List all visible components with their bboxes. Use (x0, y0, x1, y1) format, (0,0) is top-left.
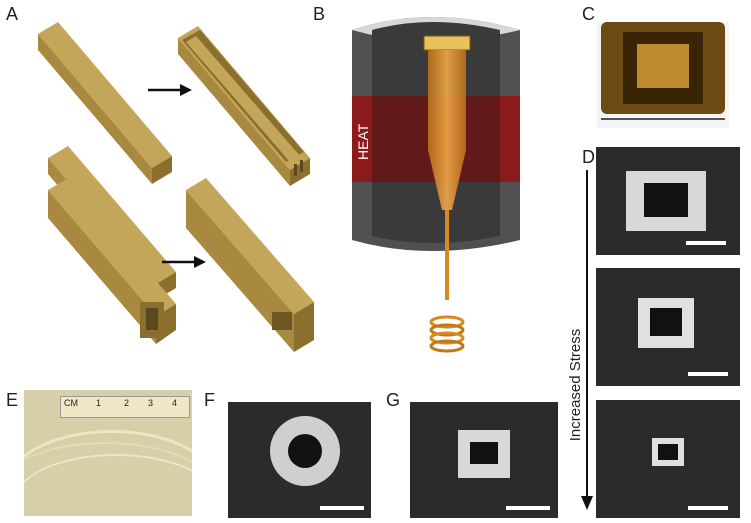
ruler-tick-2: 2 (124, 398, 130, 408)
arrow-top (148, 84, 192, 96)
panel-d-micrograph-3 (596, 400, 740, 518)
grooved-bar-top (178, 26, 310, 186)
heat-label: HEAT (355, 123, 371, 160)
scale-bar-d3 (688, 506, 728, 510)
panel-d-micrograph-1 (596, 147, 740, 255)
panel-e-photo: CM 1 2 3 4 (24, 390, 192, 516)
scale-bar-d1 (686, 241, 726, 245)
ruler-tick-3: 3 (148, 398, 154, 408)
plain-bar-top (38, 22, 172, 184)
panel-label-e: E (6, 390, 19, 410)
scale-bar-d2 (688, 372, 728, 376)
panel-g-micrograph (410, 402, 558, 518)
ruler-tick-4: 4 (172, 398, 178, 408)
panel-f-micrograph (228, 402, 371, 518)
stacked-bars (48, 146, 176, 344)
panel-d-micrograph-2 (596, 268, 740, 386)
stress-label: Increased Stress (567, 329, 584, 442)
arrow-bottom (162, 256, 206, 268)
panel-c-photo (597, 22, 729, 128)
panel-label-g: G (386, 390, 401, 410)
fused-bar (186, 178, 314, 352)
scale-bar-g (506, 506, 550, 510)
panel-label-b: B (313, 4, 326, 24)
ruler-unit: CM (64, 398, 78, 408)
panel-label-d: D (582, 147, 595, 167)
panel-label-a: A (6, 4, 19, 24)
panel-label-c: C (582, 4, 595, 24)
ruler-tick-1: 1 (96, 398, 102, 408)
scale-bar-f (320, 506, 364, 510)
panel-label-f: F (204, 390, 215, 410)
preform-and-fiber (423, 35, 471, 353)
ruler-line (601, 118, 725, 120)
